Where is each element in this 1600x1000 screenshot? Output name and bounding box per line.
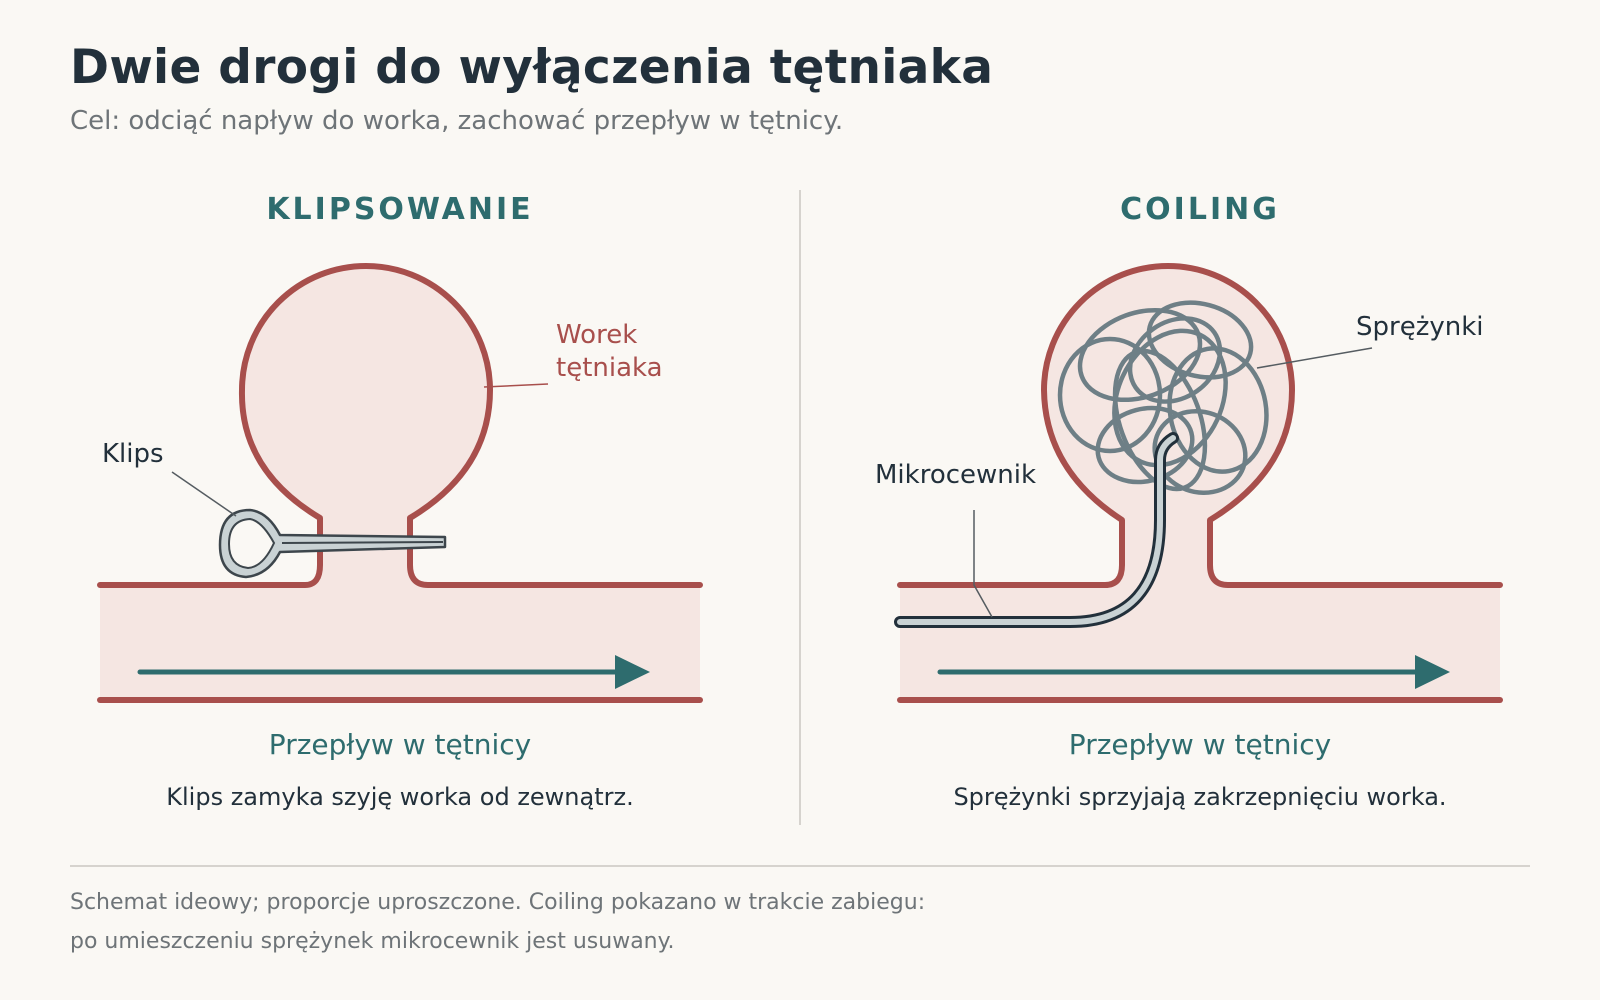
- sac-label-line2: tętniaka: [556, 353, 663, 383]
- artery-clipping-fill: [100, 265, 700, 700]
- coiling-panel: COILING Sprężynki: [875, 192, 1503, 811]
- sac-label-line1: Worek: [556, 320, 637, 350]
- flow-label-clipping: Przepływ w tętnicy: [269, 728, 531, 761]
- clip-icon: [218, 508, 447, 579]
- coil-icon: [1057, 300, 1269, 495]
- caption-clipping: Klips zamyka szyję worka od zewnątrz.: [166, 783, 633, 811]
- clip-label: Klips: [102, 439, 164, 469]
- aneurysm-sac-wall-coiling: [897, 263, 1503, 588]
- flow-arrow-icon: [137, 655, 650, 689]
- page-title: Dwie drogi do wyłączenia tętniaka: [70, 40, 994, 95]
- catheter-leader-line: [973, 510, 993, 618]
- footnote-line2: po umieszczeniu sprężynek mikrocewnik je…: [70, 929, 675, 954]
- catheter-label: Mikrocewnik: [875, 460, 1036, 490]
- clipping-panel: KLIPSOWANIE Klips Worek tętniaka Przepły…: [97, 192, 703, 811]
- flow-label-coiling: Przepływ w tętnicy: [1069, 728, 1331, 761]
- clip-leader-line: [171, 471, 237, 517]
- coiling-heading: COILING: [1120, 192, 1280, 227]
- page-subtitle: Cel: odciąć napływ do worka, zachować pr…: [70, 106, 844, 136]
- aneurysm-sac-wall-clipping: [97, 263, 703, 588]
- microcatheter-icon: [894, 432, 1179, 628]
- artery-coiling-fill: [900, 266, 1500, 700]
- footnote-line1: Schemat ideowy; proporcje uproszczone. C…: [70, 890, 926, 915]
- caption-coiling: Sprężynki sprzyjają zakrzepnięciu worka.: [953, 783, 1446, 811]
- coils-label: Sprężynki: [1356, 312, 1484, 342]
- sac-leader-line: [483, 383, 549, 388]
- flow-arrow-icon: [937, 655, 1450, 689]
- clipping-heading: KLIPSOWANIE: [266, 192, 533, 227]
- coils-leader-line: [1256, 347, 1373, 369]
- footnote: Schemat ideowy; proporcje uproszczone. C…: [70, 883, 925, 961]
